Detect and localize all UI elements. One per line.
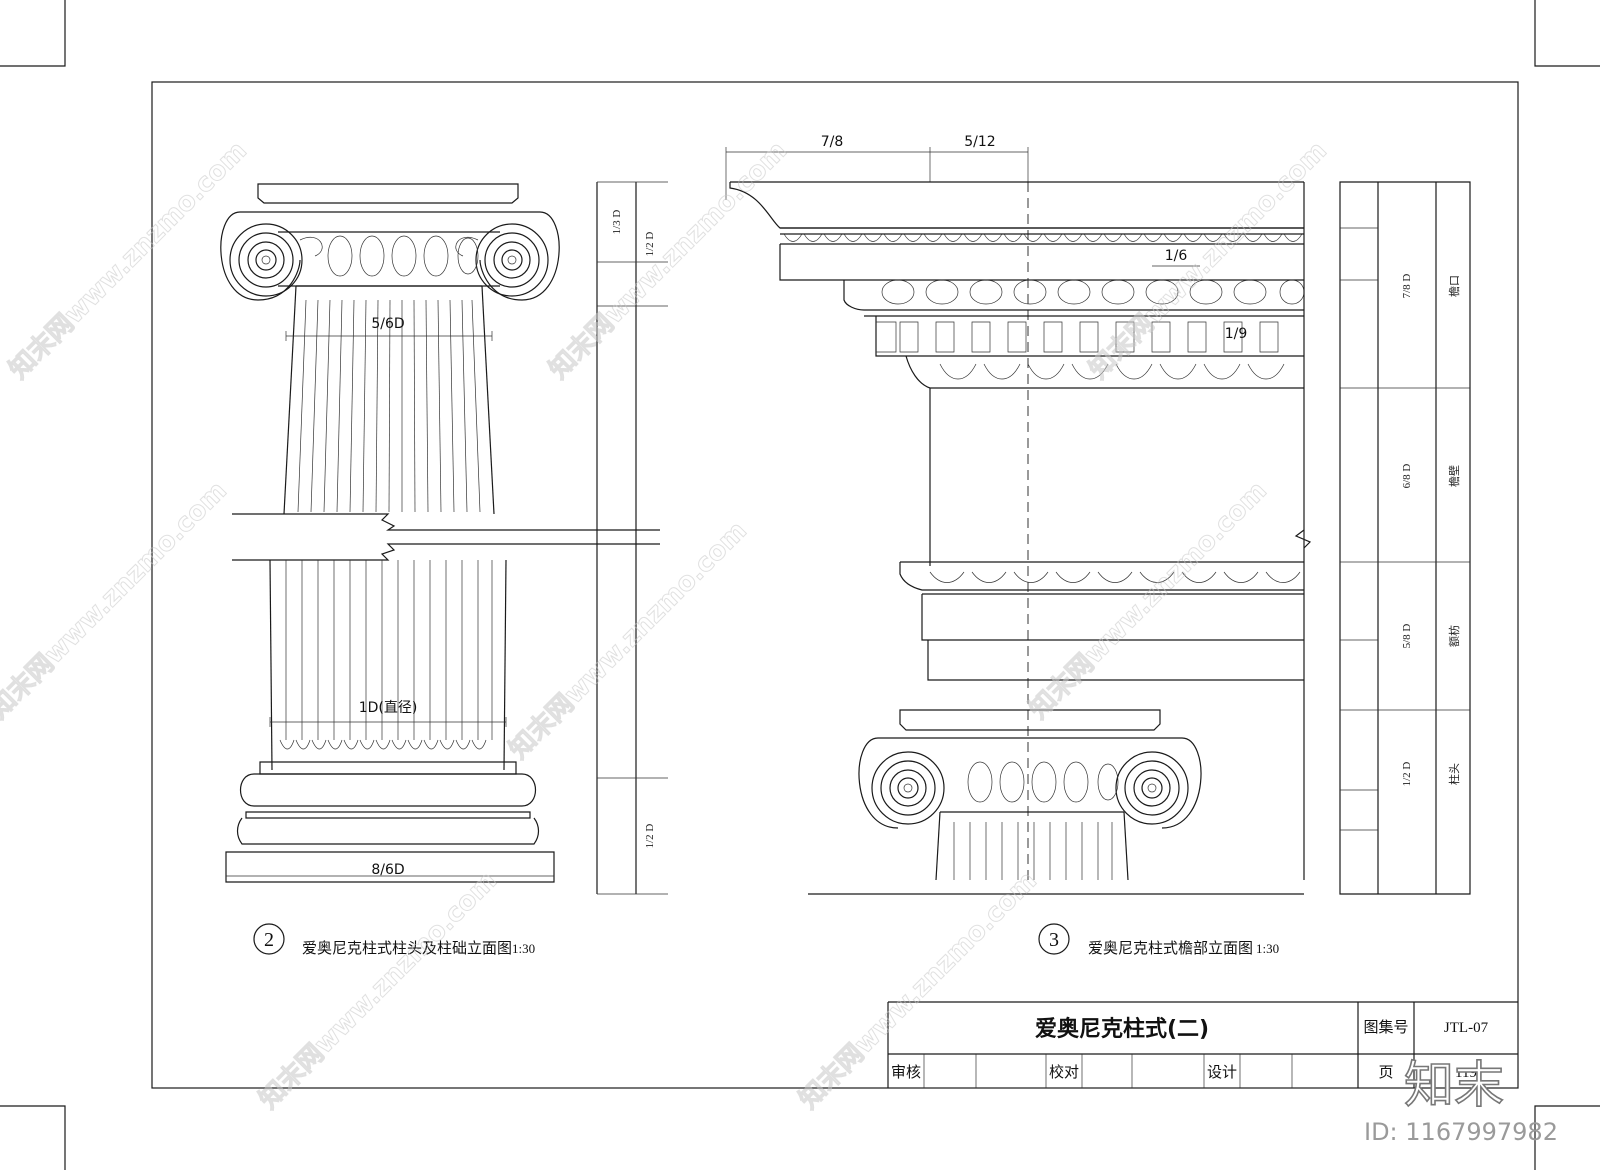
dim-dentil-b: 1/9: [1225, 326, 1248, 342]
side-dim-3: 1/2 D: [644, 824, 656, 849]
watermark-text: 知末网www.znzmo.com: [254, 866, 503, 1115]
watermark-text: 知末网www.znzmo.com: [1024, 476, 1273, 725]
brand-logo: 知末: [1404, 1056, 1504, 1114]
side-dim-architrave: 5/8 D: [1401, 624, 1413, 649]
side-dim-cornice: 7/8 D: [1401, 274, 1413, 299]
figure-2-number: 2: [264, 929, 274, 951]
dim-top-left: 7/8: [821, 134, 844, 150]
label-cornice: 檐口: [1447, 275, 1461, 297]
drawing-title: 爱奥尼克柱式(二): [1035, 1016, 1209, 1042]
sheet-frame: [151, 81, 1519, 1089]
dim-diameter: 1D(直径): [359, 699, 418, 716]
figure-3-entablature-elevation: 7/8 5/12 1/6: [725, 134, 1471, 957]
side-dim-2: 1/2 D: [644, 232, 656, 257]
review-label: 审核: [891, 1064, 921, 1081]
side-dim-frieze: 6/8 D: [1401, 464, 1413, 489]
figure-2-scale: 1:30: [512, 941, 535, 956]
watermark-text: 知末网www.znzmo.com: [0, 476, 233, 725]
page-label: 页: [1378, 1065, 1393, 1081]
figure-3-caption: 爱奥尼克柱式檐部立面图: [1088, 940, 1253, 957]
figure-2-caption: 爱奥尼克柱式柱头及柱础立面图: [302, 940, 512, 957]
atlas-label: 图集号: [1363, 1019, 1408, 1036]
watermark-text: 知末网www.znzmo.com: [1084, 136, 1333, 385]
label-architrave: 额枋: [1447, 625, 1461, 647]
figure-3-scale: 1:30: [1256, 941, 1279, 956]
design-label: 设计: [1207, 1064, 1237, 1081]
dim-top-right: 5/12: [964, 134, 995, 150]
watermark-text: 知末网www.znzmo.com: [544, 136, 793, 385]
figure-2-column-elevation: 5/6D 1D(直径): [220, 181, 668, 957]
page-number: 119: [1455, 1065, 1477, 1081]
watermark-layer: 知末网www.znzmo.com 知末网www.znzmo.com 知末网www…: [0, 135, 1333, 1115]
dim-dentil-a: 1/6: [1165, 248, 1188, 264]
image-id: ID: 1167997982: [1364, 1118, 1558, 1146]
watermark-text: 知末网www.znzmo.com: [504, 516, 753, 765]
side-dim-capital: 1/2 D: [1401, 762, 1413, 787]
title-block: 爱奥尼克柱式(二) 图集号 JTL-07 审核 校对 设计 页 119: [887, 1001, 1518, 1088]
label-capital: 柱头: [1447, 763, 1461, 785]
atlas-number: JTL-07: [1444, 1020, 1489, 1036]
figure-3-number: 3: [1049, 929, 1059, 951]
side-dim-1: 1/3 D: [611, 210, 623, 235]
check-label: 校对: [1049, 1064, 1079, 1081]
dim-neck: 5/6D: [371, 316, 404, 332]
dim-base: 8/6D: [371, 862, 404, 878]
watermark-text: 知末网www.znzmo.com: [4, 136, 253, 385]
label-frieze: 檐壁: [1447, 465, 1461, 487]
